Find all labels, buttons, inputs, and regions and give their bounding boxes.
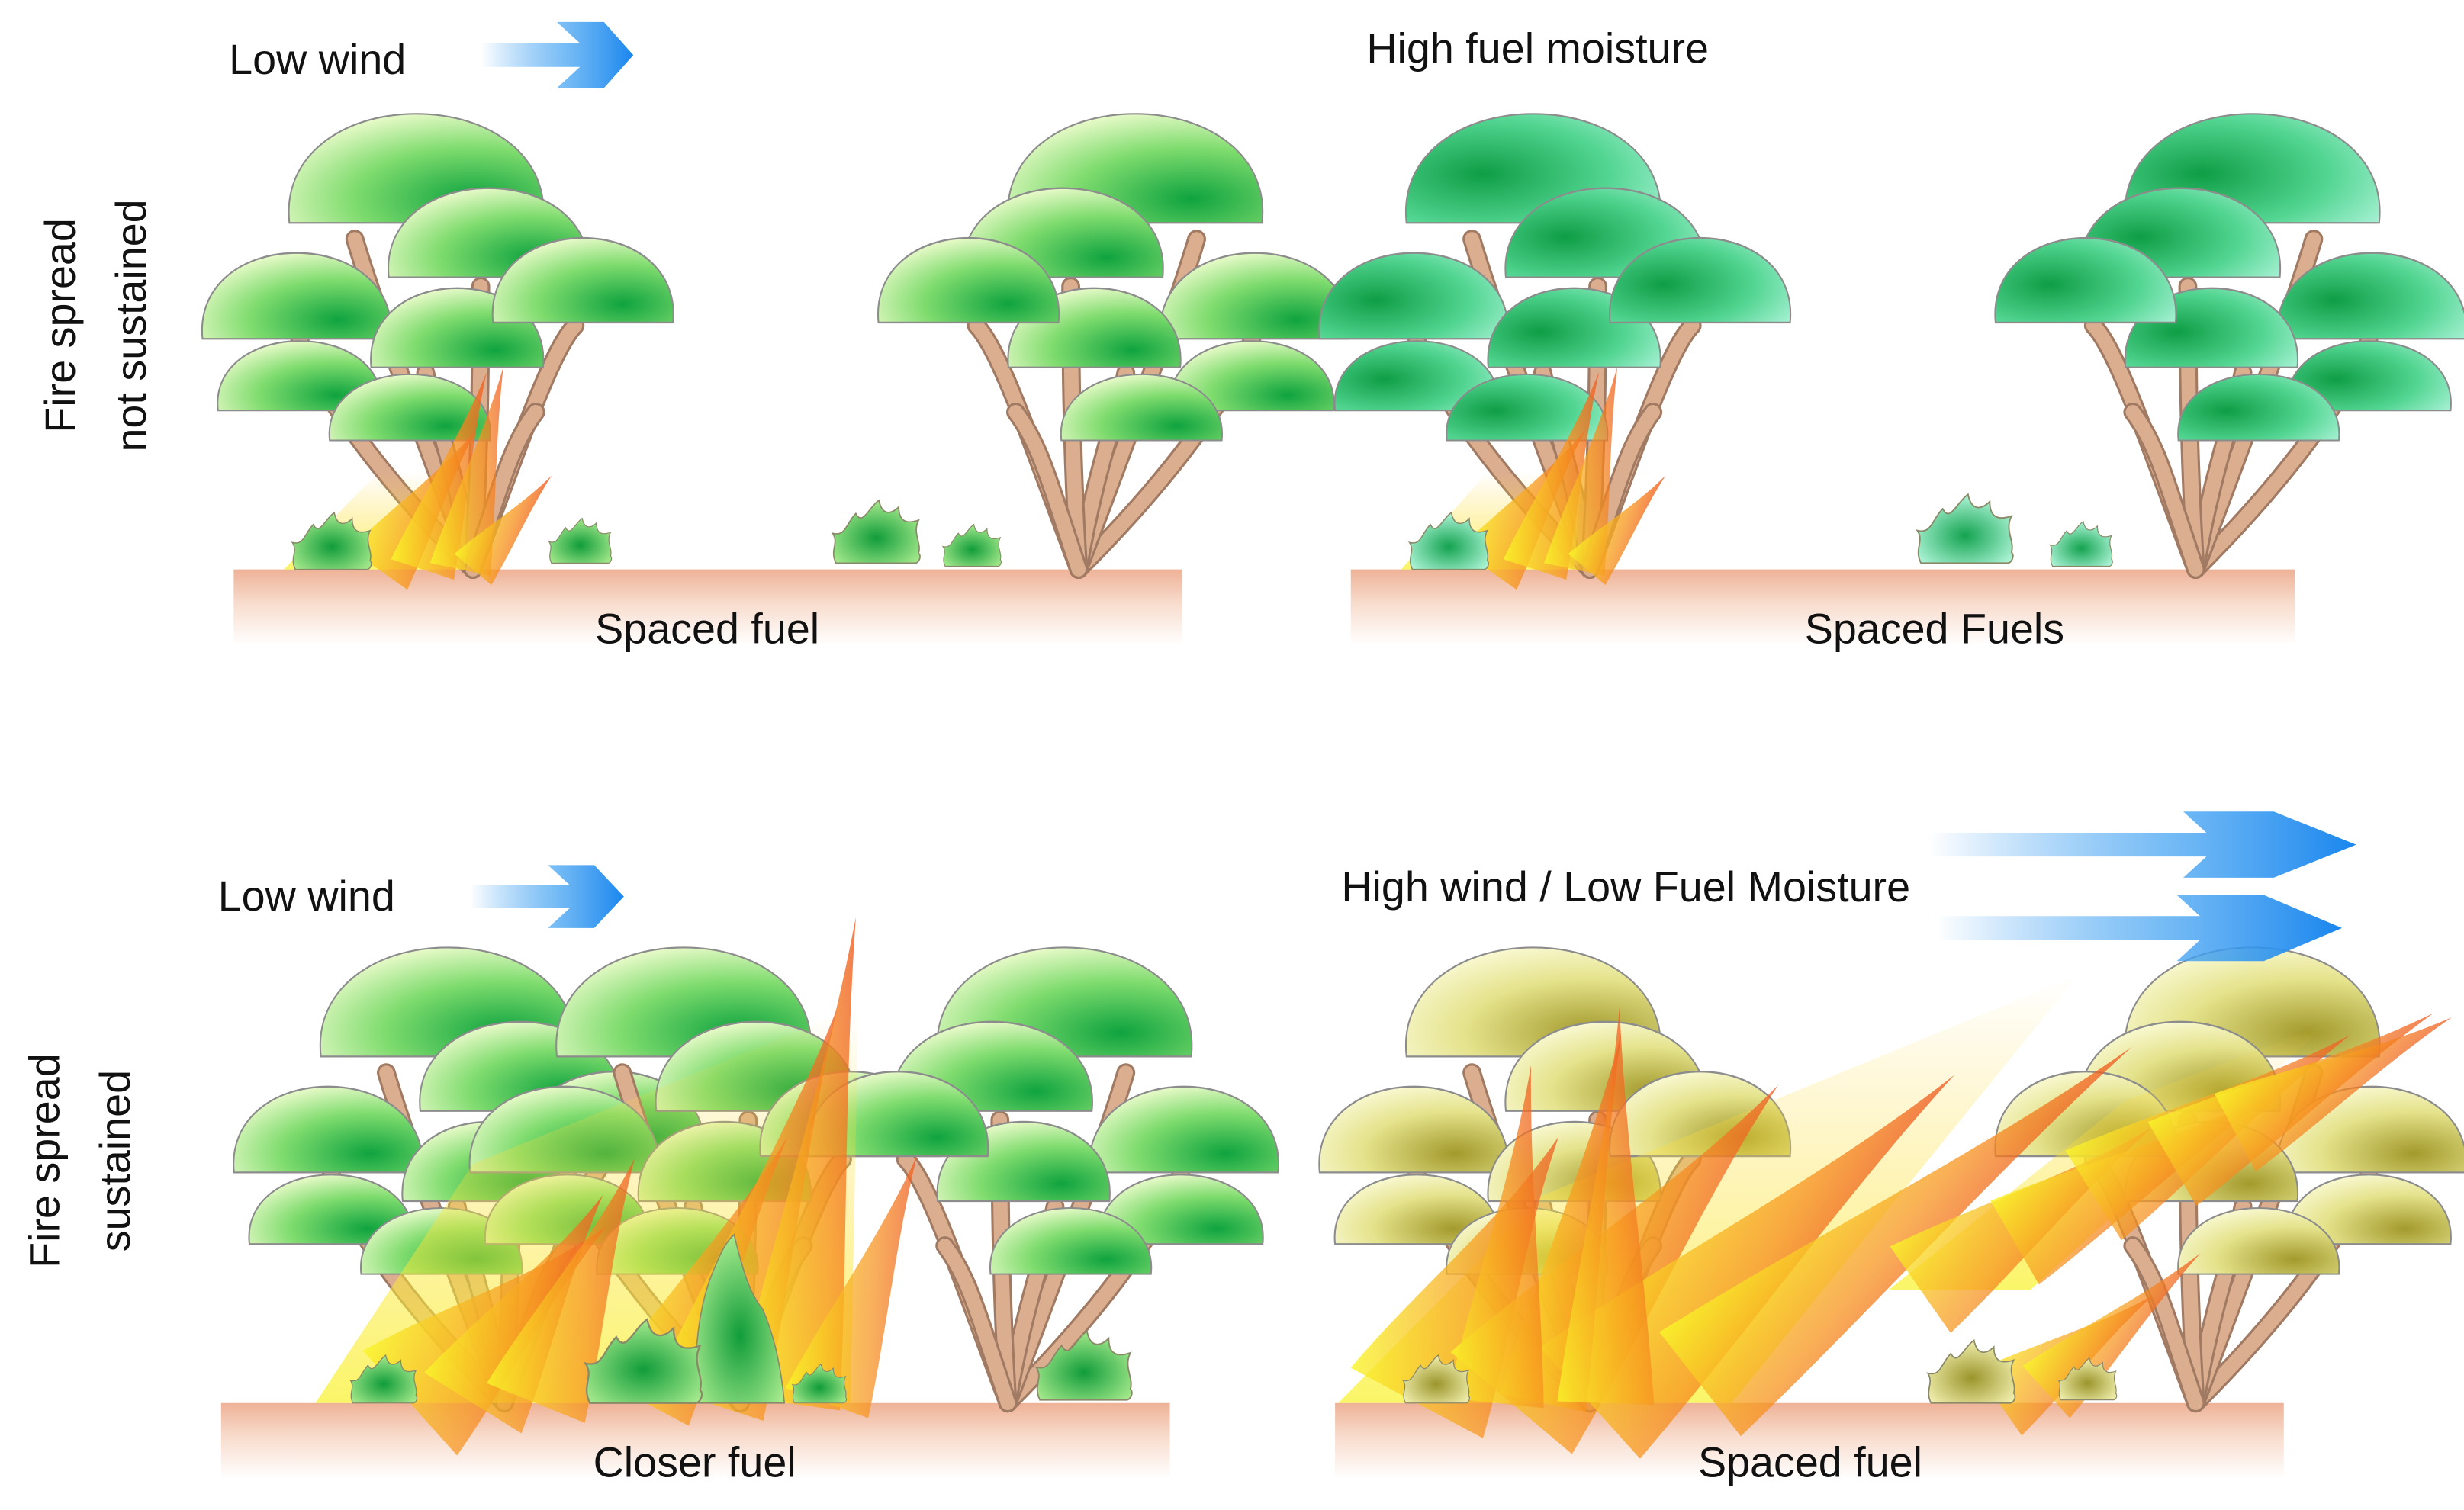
shrub-icon [349,1354,418,1404]
tree-icon [1994,112,2464,579]
shrub-icon [1926,1339,2016,1404]
panel-top-right [1317,112,2464,645]
ground-strip [233,569,1183,645]
panel-bottom-left-ground-label: Closer fuel [593,1439,796,1486]
wind-arrow-icon [1928,811,2356,878]
row-label-bottom: Fire spread sustained [21,1053,139,1268]
shrub-icon [2057,1357,2118,1401]
shrub-icon [1401,1354,1470,1404]
shrub-icon [694,1233,786,1404]
row-label-bottom-line1: Fire spread [21,1053,68,1268]
panel-bottom-left-condition: Low wind [218,872,395,920]
panel-bottom-right-condition: High wind / Low Fuel Moisture [1341,863,1910,911]
panel-bottom-right [1317,811,2464,1479]
shrub-icon [548,517,613,564]
shrub-icon [941,523,1002,567]
panel-top-right-condition: High fuel moisture [1366,25,1709,72]
row-label-top: Fire spread not sustained [37,199,155,451]
panel-top-left-ground-label: Spaced fuel [595,606,819,653]
tree-icon [877,112,1351,579]
panel-top-right-ground-label: Spaced Fuels [1805,606,2064,653]
row-label-bottom-line2: sustained [92,1070,139,1251]
ground-strip [1335,1402,2284,1479]
shrub-icon [1407,511,1489,570]
panel-bottom-left [220,865,1280,1479]
panel-bottom-right-ground-label: Spaced fuel [1698,1439,1922,1486]
row-label-top-line2: not sustained [108,199,155,451]
shrub-icon [291,511,372,570]
wind-arrow-icon [481,21,634,88]
wind-arrow-icon [1935,895,2343,962]
shrub-icon [583,1318,703,1404]
shrub-icon [791,1363,848,1404]
ground-strip [220,1402,1170,1479]
shrub-icon [2049,520,2113,567]
shrub-icon [831,499,921,564]
shrub-icon [1916,493,2014,564]
tree-icon [806,946,1280,1413]
panel-top-left-condition: Low wind [229,36,406,83]
row-label-top-line1: Fire spread [37,218,84,433]
wind-arrow-icon [469,865,624,928]
panel-top-left [201,21,1351,645]
shrub-icon [1034,1329,1133,1401]
